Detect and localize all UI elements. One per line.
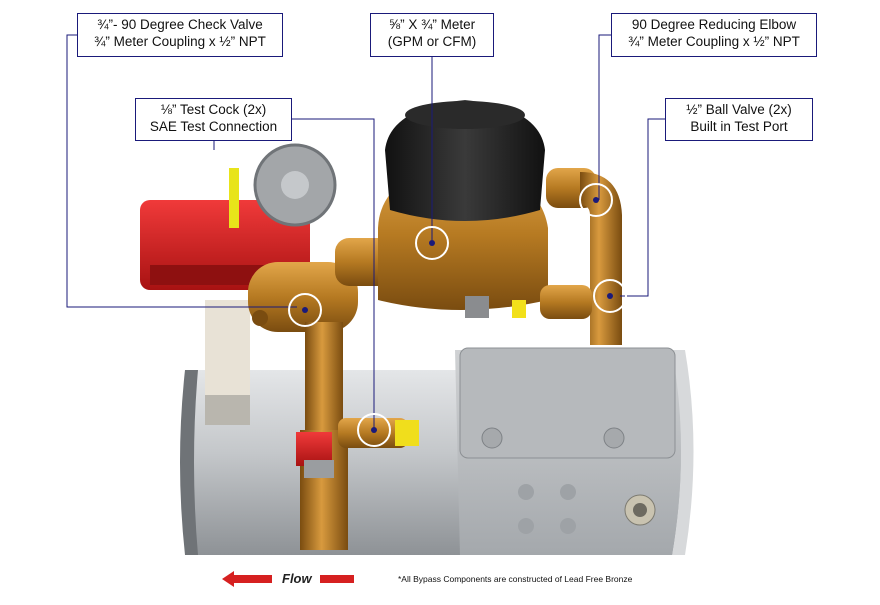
- marker-dot-meter: [429, 240, 435, 246]
- callout-test-cock: ⅛” Test Cock (2x) SAE Test Connection: [135, 98, 292, 141]
- elbow-line1: 90 Degree Reducing Elbow: [631, 17, 797, 32]
- callout-ball-valve: ½” Ball Valve (2x) Built in Test Port: [665, 98, 813, 141]
- callout-reducing-elbow: 90 Degree Reducing Elbow ¾” Meter Coupli…: [611, 13, 817, 57]
- bronze-check-valve: [248, 238, 415, 432]
- callout-check-valve: ¾”- 90 Degree Check Valve ¾” Meter Coupl…: [77, 13, 283, 57]
- test-cock-line1: ⅛” Test Cock (2x): [160, 102, 267, 117]
- callout-meter: ⅝” X ¾” Meter (GPM or CFM): [370, 13, 494, 57]
- marker-dot-check-valve: [302, 307, 308, 313]
- test-cock-line2: SAE Test Connection: [149, 119, 278, 134]
- flow-label: Flow: [282, 571, 312, 586]
- check-valve-line2: ¾” Meter Coupling x ½” NPT: [94, 34, 266, 49]
- flow-arrow-right-icon: [320, 575, 354, 583]
- coupling-plate: [455, 347, 681, 555]
- flow-arrow-left-icon: [222, 571, 272, 587]
- callout-markers: [288, 183, 627, 447]
- ball-valve-line1: ½” Ball Valve (2x): [686, 102, 792, 117]
- marker-dot-ball-valve: [607, 293, 613, 299]
- elbow-line2: ¾” Meter Coupling x ½” NPT: [628, 34, 800, 49]
- ball-valve-lower: [296, 418, 419, 550]
- check-valve-red-body: [140, 143, 337, 290]
- check-valve-line1: ¾”- 90 Degree Check Valve: [97, 17, 263, 32]
- water-meter: [378, 100, 548, 318]
- leader-lines: [66, 34, 665, 428]
- marker-dot-elbow: [593, 197, 599, 203]
- flow-indicator: [222, 571, 354, 587]
- meter-line2: (GPM or CFM): [387, 34, 477, 49]
- meter-line1: ⅝” X ¾” Meter: [388, 17, 476, 32]
- marker-dot-test-cock: [371, 427, 377, 433]
- footnote: *All Bypass Components are constructed o…: [398, 574, 633, 584]
- ball-valve-line2: Built in Test Port: [690, 119, 788, 134]
